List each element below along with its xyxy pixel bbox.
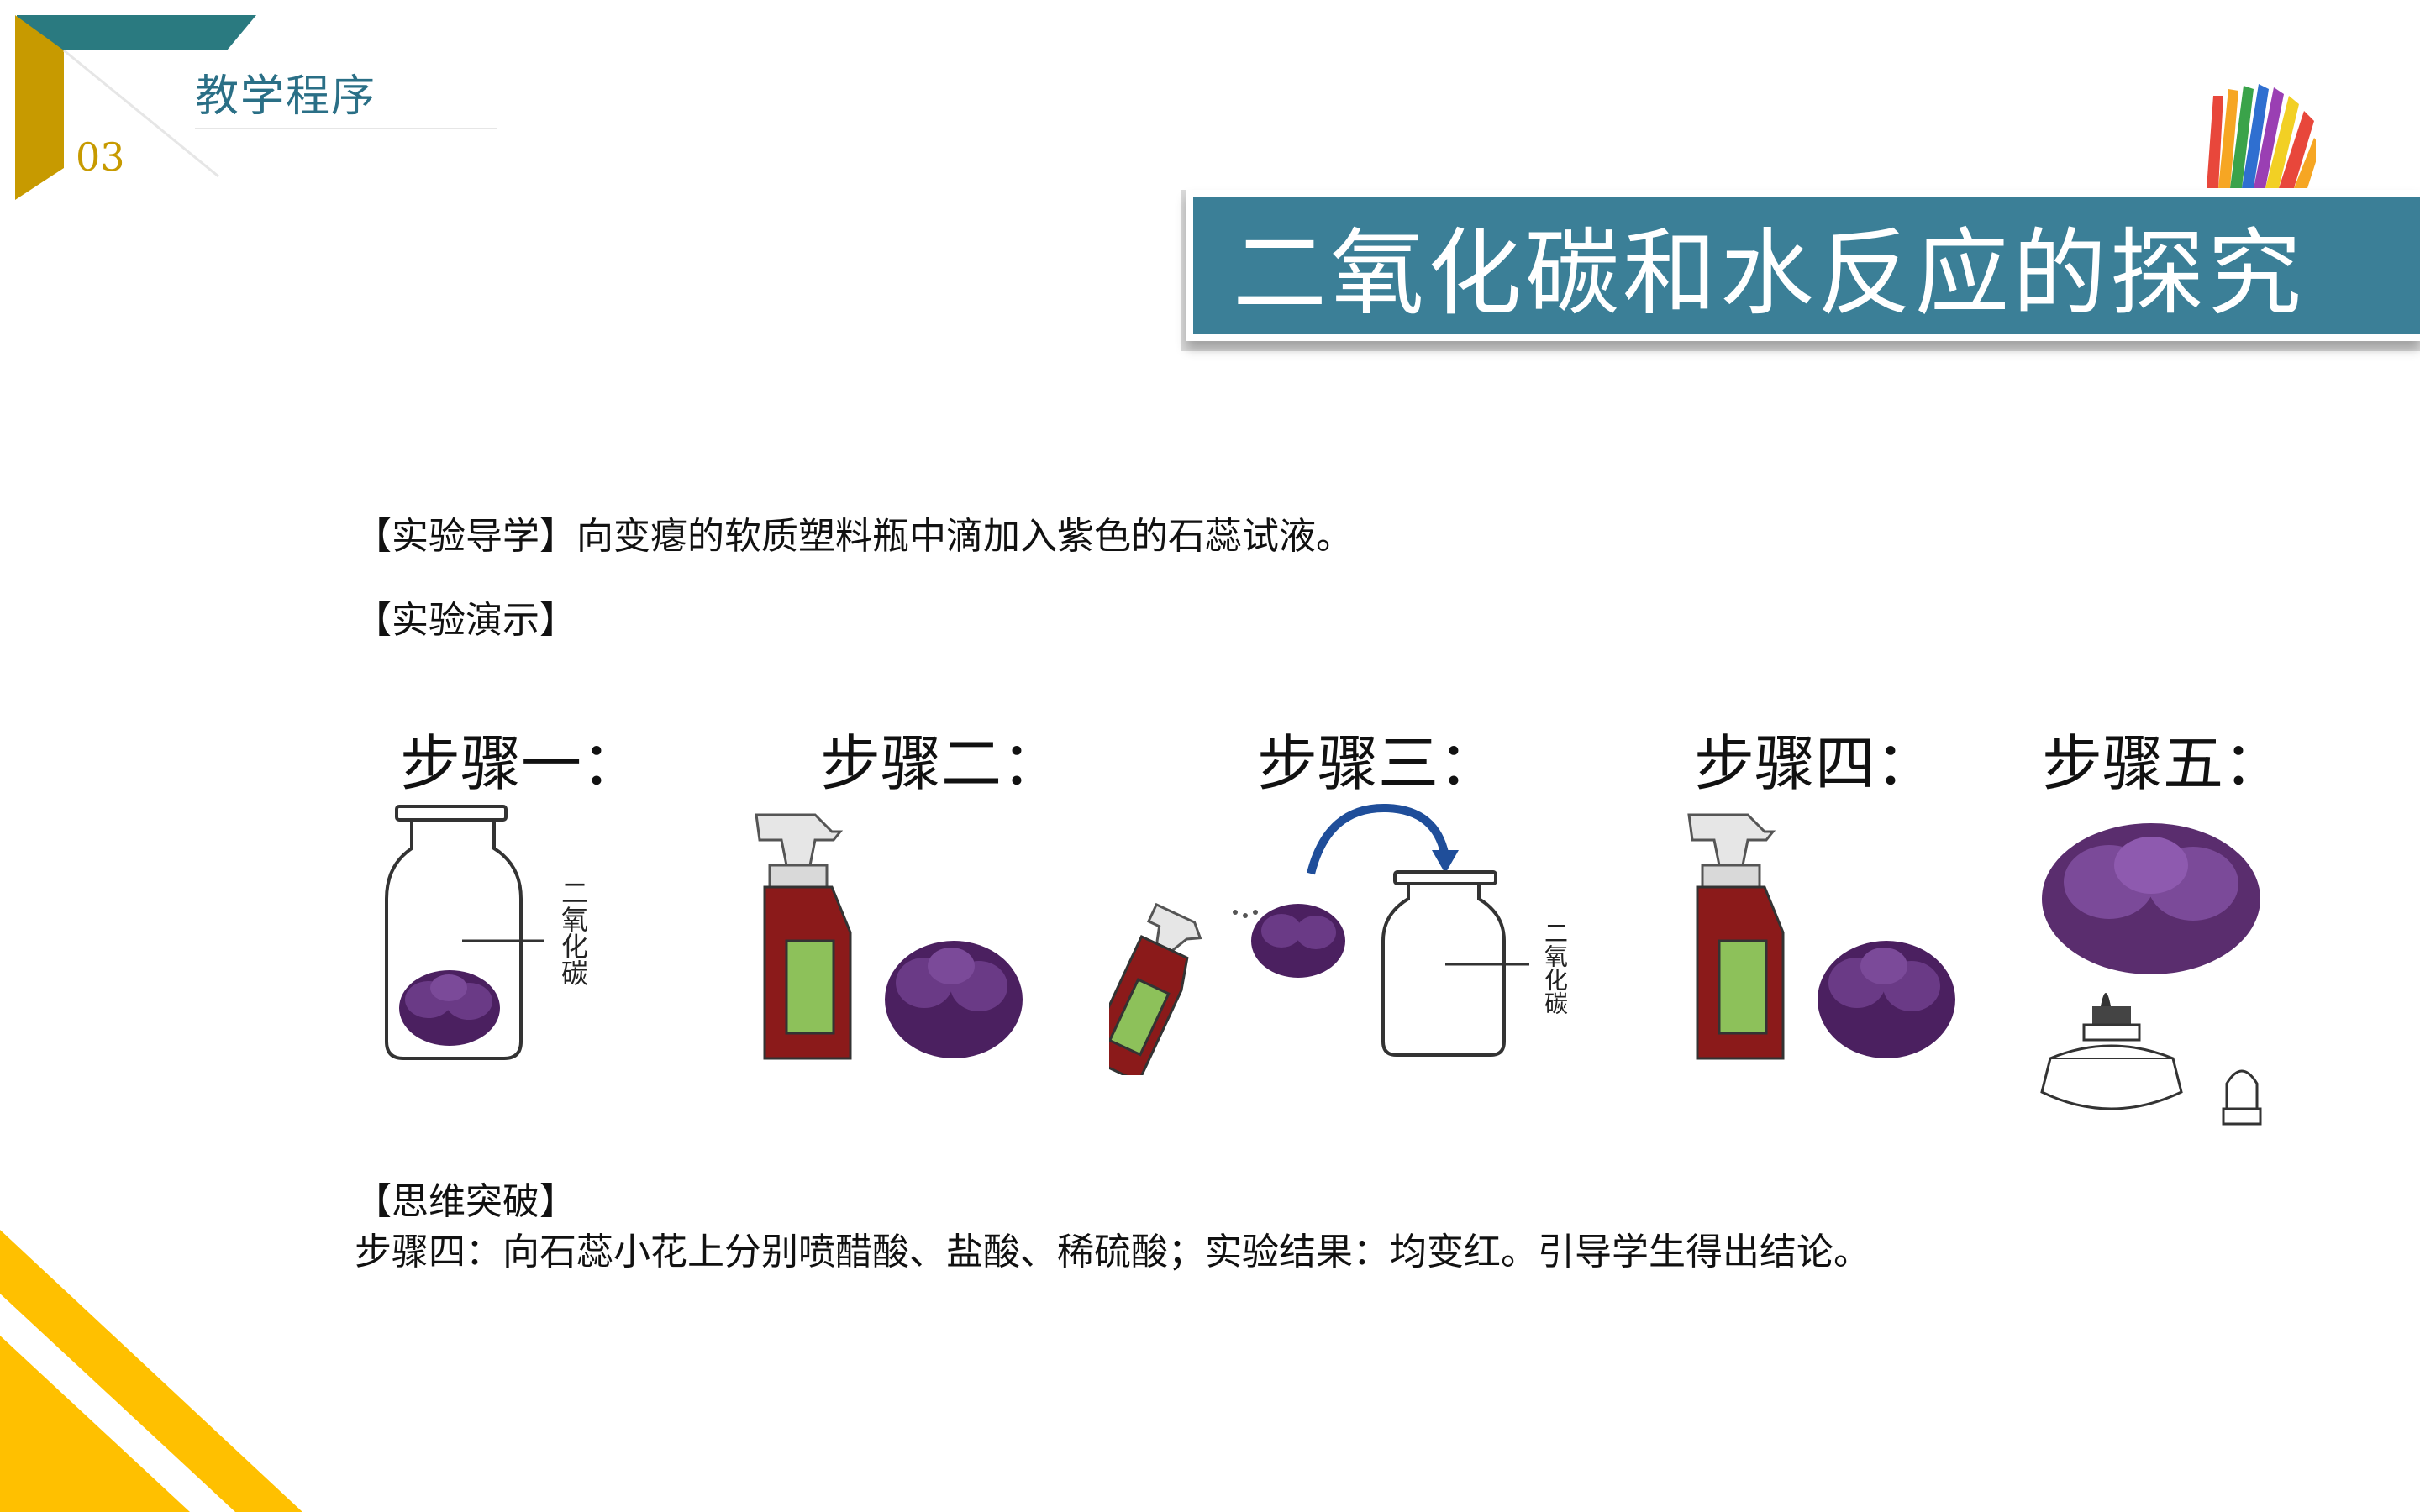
section-number: 03 [76, 134, 125, 180]
flower-icon [1818, 941, 1955, 1058]
slide-title: 二氧化碳和水反应的探究 [1233, 219, 2305, 328]
step-label-1: 步骤一： [400, 728, 643, 799]
step4-spray-illustration [1687, 813, 1955, 1060]
flower-icon [399, 970, 500, 1046]
flower-icon [885, 941, 1023, 1058]
thinking-text: 步骤四：向石蕊小花上分别喷醋酸、盐酸、稀硫酸；实验结果：均变红。引导学生得出结论… [355, 1231, 1870, 1273]
curved-arrow-icon [1307, 803, 1459, 875]
alcohol-lamp-icon [2040, 993, 2262, 1126]
demo-heading: 【实验演示】 [355, 599, 576, 642]
step-label-5: 步骤五： [2042, 728, 2285, 799]
gas-jar-icon [1381, 870, 1529, 1057]
step2-spray-illustration [755, 813, 1023, 1060]
guide-line: 【实验导学】向变瘪的软质塑料瓶中滴加入紫色的石蕊试液。 [355, 515, 1353, 558]
section-title: 教学程序 [195, 71, 377, 122]
step1-jar-illustration [385, 805, 544, 1060]
spray-bottle-icon [1109, 902, 1202, 1075]
flower-icon [1251, 904, 1345, 978]
corner-stripes [0, 1230, 302, 1512]
pencils-icon [2207, 84, 2316, 188]
jar-label-1: 二氧化碳 [557, 879, 589, 986]
spray-bottle-icon [1687, 813, 1785, 1060]
spray-bottle-icon [755, 813, 852, 1060]
corner-decoration [15, 15, 256, 200]
jar-label-2: 二氧化碳 [1541, 921, 1569, 1015]
step-label-4: 步骤四： [1694, 728, 1937, 799]
title-banner-fill: 二氧化碳和水反应的探究 [1193, 197, 2420, 334]
flower-icon [2042, 823, 2260, 974]
title-banner: 二氧化碳和水反应的探究 [1186, 190, 2420, 341]
step5-heating-illustration [2040, 823, 2262, 1126]
step-label-3: 步骤三： [1257, 728, 1500, 799]
header-divider [195, 128, 497, 129]
thinking-heading: 【思维突破】 [355, 1180, 576, 1223]
step-label-2: 步骤二： [820, 728, 1063, 799]
step3-transfer-illustration [1109, 803, 1529, 1075]
